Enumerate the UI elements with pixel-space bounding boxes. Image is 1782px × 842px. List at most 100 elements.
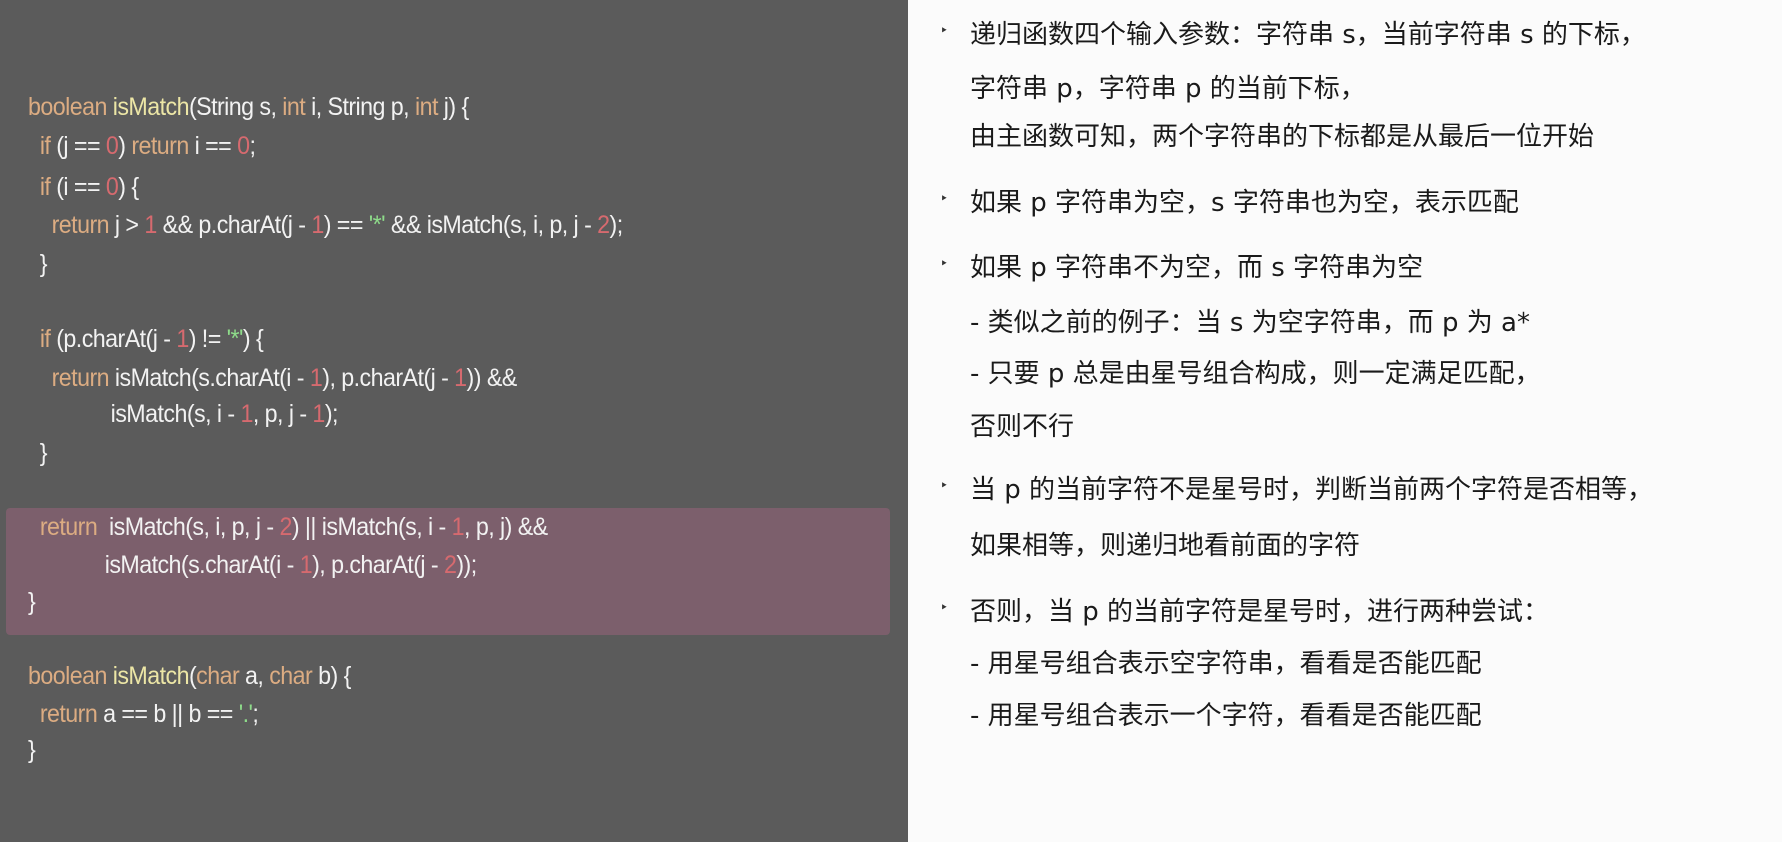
code-line: isMatch(s, i - 1, p, j - 1); — [28, 400, 339, 429]
code-token-pl: isMatch(s.charAt(i - — [28, 551, 300, 579]
code-line: } — [28, 439, 48, 468]
code-line: isMatch(s.charAt(i - 1), p.charAt(j - 2)… — [28, 551, 477, 580]
code-token-kw: if — [39, 132, 51, 160]
code-token-pl — [28, 513, 40, 541]
code-token-pl: ) == — [323, 211, 369, 239]
bullet-icon: ‣ — [940, 599, 949, 615]
code-token-num: 1 — [311, 211, 324, 239]
code-token-num: 1 — [299, 551, 313, 579]
code-token-pl: i, String p, — [305, 93, 415, 121]
note-line: 如果 p 字符串不为空，而 s 字符串为空 — [970, 253, 1424, 283]
code-token-num: 1 — [312, 400, 325, 428]
code-token-pl — [28, 700, 40, 728]
code-token-fn: isMatch — [112, 93, 190, 121]
code-token-kw: return — [51, 211, 110, 239]
code-token-str: '*' — [226, 325, 244, 353]
code-line: if (j == 0) return i == 0; — [28, 132, 256, 161]
code-token-pl — [28, 173, 40, 201]
code-token-pl: ), p.charAt(j - — [322, 364, 455, 392]
code-token-pl: ; — [252, 700, 259, 728]
code-line: } — [28, 250, 48, 279]
code-token-pl: ) { — [118, 173, 139, 201]
code-token-pl: isMatch(s.charAt(i - — [109, 364, 310, 392]
code-token-pl: ) != — [188, 325, 227, 353]
code-token-pl: j) { — [437, 93, 469, 121]
code-line: return isMatch(s.charAt(i - 1), p.charAt… — [28, 364, 518, 393]
code-token-num: 1 — [144, 211, 157, 239]
code-token-num: 2 — [597, 211, 610, 239]
code-token-str: '*' — [368, 211, 386, 239]
code-token-num: 1 — [309, 364, 323, 392]
code-line: } — [28, 736, 36, 765]
code-token-kw: return — [39, 700, 98, 728]
note-line: 否则不行 — [970, 412, 1075, 442]
note-line: 由主函数可知，两个字符串的下标都是从最后一位开始 — [970, 122, 1595, 152]
code-token-pl: ); — [324, 400, 339, 428]
code-token-num: 0 — [105, 173, 119, 201]
code-token-pl: } — [28, 439, 48, 467]
code-token-num: 1 — [451, 513, 465, 541]
code-token-kw: int — [414, 93, 438, 121]
code-token-pl: isMatch(s, i, p, j - — [97, 513, 280, 541]
code-token-kw: return — [51, 364, 110, 392]
code-token-pl: ) { — [242, 325, 264, 353]
code-token-kw: if — [39, 325, 51, 353]
code-token-pl: a == b || b == — [97, 700, 239, 728]
code-token-pl: (p.charAt(j - — [50, 325, 177, 353]
code-token-kw: return — [39, 513, 98, 541]
code-token-pl: && p.charAt(j - — [156, 211, 312, 239]
code-line: boolean isMatch(char a, char b) { — [28, 662, 351, 691]
code-token-pl: b) { — [312, 662, 351, 690]
code-token-pl: && isMatch(s, i, p, j - — [385, 211, 598, 239]
code-line: return a == b || b == '.'; — [28, 700, 259, 729]
code-line: boolean isMatch(String s, int i, String … — [28, 93, 469, 122]
code-highlight — [6, 508, 890, 635]
note-line: 递归函数四个输入参数：字符串 s，当前字符串 s 的下标， — [970, 20, 1646, 50]
code-token-pl: ); — [609, 211, 624, 239]
code-token-pl: j > — [109, 211, 145, 239]
code-token-kw: char — [269, 662, 313, 690]
code-token-pl: } — [28, 250, 48, 278]
code-token-num: 1 — [176, 325, 189, 353]
bullet-icon: ‣ — [940, 22, 949, 38]
note-line: 如果 p 字符串为空，s 字符串也为空，表示匹配 — [970, 188, 1519, 218]
note-line: - 只要 p 总是由星号组合构成，则一定满足匹配， — [970, 359, 1541, 389]
code-token-pl: ) || isMatch(s, i - — [291, 513, 452, 541]
code-token-pl: ), p.charAt(j - — [312, 551, 444, 579]
code-token-pl — [28, 364, 52, 392]
code-token-num: 2 — [279, 513, 292, 541]
code-token-kw: return — [131, 132, 189, 160]
code-token-kw: boolean — [28, 93, 113, 121]
explanation-notes: ‣ 递归函数四个输入参数：字符串 s，当前字符串 s 的下标， 字符串 p，字符串 … — [930, 0, 1782, 842]
code-token-pl — [28, 325, 40, 353]
note-line: 字符串 p，字符串 p 的当前下标， — [970, 74, 1366, 104]
note-line: 否则，当 p 的当前字符是星号时，进行两种尝试： — [970, 597, 1550, 627]
code-token-pl: ) — [118, 132, 132, 160]
code-token-kw: boolean — [28, 662, 113, 690]
code-token-pl — [28, 211, 52, 239]
code-token-pl: isMatch(s, i - — [28, 400, 241, 428]
code-token-pl: } — [28, 736, 36, 764]
code-token-pl: a, — [239, 662, 270, 690]
code-token-kw: int — [282, 93, 306, 121]
code-line: return j > 1 && p.charAt(j - 1) == '*' &… — [28, 211, 624, 240]
code-token-pl: (j == — [50, 132, 106, 160]
note-line: - 用星号组合表示空字符串，看看是否能匹配 — [970, 649, 1482, 679]
bullet-icon: ‣ — [940, 255, 949, 271]
bullet-icon: ‣ — [940, 477, 949, 493]
code-token-pl — [28, 132, 40, 160]
code-token-kw: if — [39, 173, 51, 201]
code-token-fn: isMatch — [112, 662, 190, 690]
code-line: return isMatch(s, i, p, j - 2) || isMatc… — [28, 513, 548, 542]
code-token-num: 0 — [105, 132, 119, 160]
code-token-pl: ; — [249, 132, 256, 160]
note-line: - 类似之前的例子：当 s 为空字符串，而 p 为 a* — [970, 308, 1530, 338]
code-token-num: 2 — [443, 551, 457, 579]
code-line: } — [28, 588, 36, 617]
bullet-icon: ‣ — [940, 190, 949, 206]
note-line: - 用星号组合表示一个字符，看看是否能匹配 — [970, 701, 1482, 731]
code-token-pl: )); — [456, 551, 477, 579]
code-token-num: 0 — [237, 132, 250, 160]
code-token-str: '.' — [238, 700, 253, 728]
code-token-pl: (i == — [50, 173, 106, 201]
